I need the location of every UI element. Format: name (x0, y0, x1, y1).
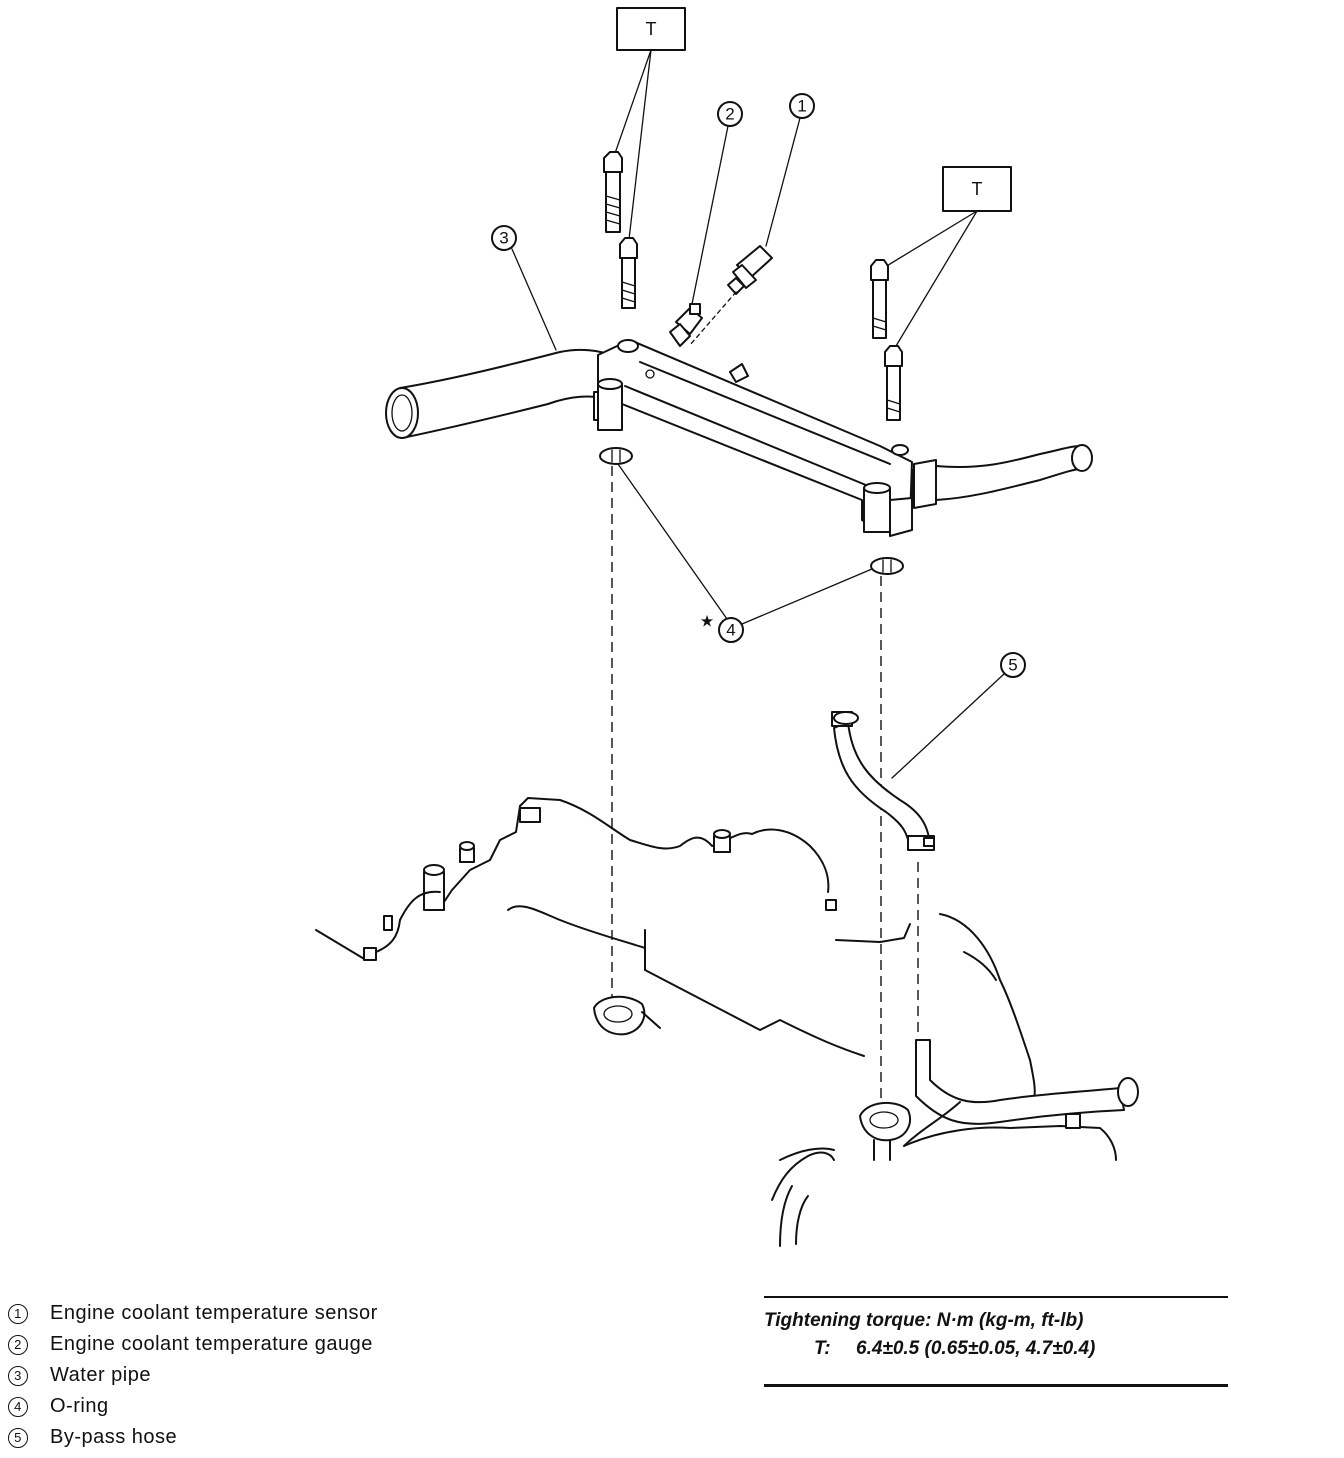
callout-3: 3 (492, 226, 556, 350)
svg-text:3: 3 (499, 229, 508, 248)
svg-text:1: 1 (797, 97, 806, 116)
bolt-upper-left-2 (620, 238, 637, 308)
legend-item: 1 Engine coolant temperature sensor (8, 1298, 528, 1329)
callout-4: ★ 4 (618, 464, 872, 642)
torque-box-right-label: T (972, 179, 983, 199)
svg-text:4: 4 (726, 621, 735, 640)
legend-number: 4 (8, 1396, 28, 1417)
torque-box-left: T (612, 8, 685, 248)
bolt-upper-right (871, 260, 888, 338)
o-ring-left (600, 448, 632, 464)
torque-specification: Tightening torque: N·m (kg-m, ft-lb) T: 6… (764, 1296, 1228, 1387)
by-pass-hose (832, 712, 934, 850)
legend-label: O-ring (50, 1395, 109, 1417)
bolt-upper-left (604, 152, 622, 232)
callout-4-marker: ★ (700, 614, 714, 631)
legend-label: By-pass hose (50, 1426, 178, 1448)
legend-label: Water pipe (50, 1364, 151, 1386)
torque-value: 6.4±0.5 (0.65±0.05, 4.7±0.4) (856, 1338, 1096, 1359)
legend-number: 2 (8, 1334, 28, 1355)
legend-item: 2 Engine coolant temperature gauge (8, 1329, 528, 1360)
torque-value-line: T: 6.4±0.5 (0.65±0.05, 4.7±0.4) (814, 1338, 1095, 1360)
legend-label: Engine coolant temperature gauge (50, 1333, 373, 1355)
parts-legend: 1 Engine coolant temperature sensor 2 En… (8, 1298, 528, 1453)
torque-heading: Tightening torque: N·m (kg-m, ft-lb) (764, 1310, 1084, 1331)
svg-text:2: 2 (725, 105, 734, 124)
legend-number: 3 (8, 1365, 28, 1386)
legend-number: 1 (8, 1303, 28, 1324)
bolt-upper-right-2 (885, 346, 902, 420)
legend-item: 5 By-pass hose (8, 1422, 528, 1453)
legend-label: Engine coolant temperature sensor (50, 1302, 378, 1324)
callout-2: 2 (692, 102, 742, 304)
legend-item: 3 Water pipe (8, 1360, 528, 1391)
legend-number: 5 (8, 1427, 28, 1448)
coolant-temperature-gauge (670, 304, 702, 346)
legend-item: 4 O-ring (8, 1391, 528, 1422)
engine-block (316, 798, 1138, 1246)
callout-5: 5 (892, 653, 1025, 778)
torque-box-left-label: T (646, 19, 657, 39)
torque-symbol: T: (814, 1338, 831, 1359)
water-pipe (386, 340, 1092, 536)
o-ring-right (871, 558, 903, 574)
coolant-temperature-sensor (690, 246, 772, 345)
torque-box-right: T (885, 167, 1011, 351)
callout-1: 1 (766, 94, 814, 246)
svg-text:5: 5 (1008, 656, 1017, 675)
